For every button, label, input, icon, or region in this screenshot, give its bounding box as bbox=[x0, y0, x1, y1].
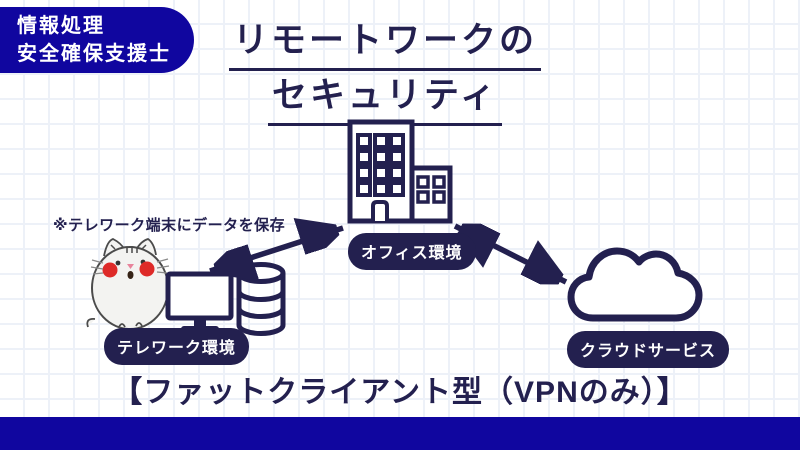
brand-badge: 情報処理 安全確保支援士 bbox=[0, 7, 194, 73]
office-label: オフィス環境 bbox=[348, 233, 476, 270]
brand-badge-line2: 安全確保支援士 bbox=[17, 43, 171, 65]
telework-label: テレワーク環境 bbox=[104, 328, 250, 365]
brand-badge-line1: 情報処理 bbox=[17, 14, 105, 37]
building-icon bbox=[347, 119, 453, 224]
note-text: ※テレワーク端末にデータを保存 bbox=[53, 217, 286, 234]
bottom-accent-bar bbox=[0, 417, 800, 450]
caption-text: 【ファットクライアント型（VPNのみ）】 bbox=[112, 376, 688, 409]
cloud-icon bbox=[567, 247, 703, 322]
cloud-label: クラウドサービス bbox=[567, 331, 730, 368]
database-icon bbox=[236, 262, 286, 336]
cat-icon bbox=[86, 238, 170, 330]
page-title-line1: リモートワークの bbox=[228, 16, 541, 71]
page-title: リモートワークの セキュリティ bbox=[160, 16, 610, 126]
